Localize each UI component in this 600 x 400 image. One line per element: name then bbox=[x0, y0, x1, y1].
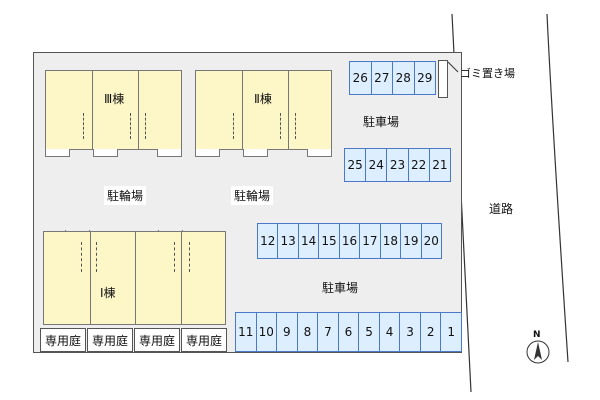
entrance-step bbox=[157, 149, 182, 157]
parking-space: 20 bbox=[420, 223, 442, 259]
building-1-label: Ⅰ棟 bbox=[100, 286, 116, 300]
bicycle-parking-label: 駐輪場 bbox=[104, 186, 147, 205]
parking-space: 24 bbox=[365, 148, 388, 182]
building-2 bbox=[195, 70, 332, 150]
parking-space: 25 bbox=[344, 148, 367, 182]
parking-space: 21 bbox=[428, 148, 451, 182]
building-1 bbox=[43, 231, 226, 325]
building-3 bbox=[45, 70, 182, 150]
parking-space: 2 bbox=[419, 312, 442, 352]
building-3-label: Ⅲ棟 bbox=[104, 92, 125, 106]
garbage-label: ゴミ置き場 bbox=[460, 67, 515, 80]
entrance-step bbox=[93, 149, 118, 157]
parking-space: 12 bbox=[257, 223, 279, 259]
parking-lot-label: 駐車場 bbox=[363, 115, 400, 129]
parking-space: 9 bbox=[276, 312, 298, 352]
north-arrow-icon: N bbox=[523, 330, 553, 366]
road-label: 道路 bbox=[489, 202, 514, 216]
garbage-leader-line bbox=[447, 61, 459, 73]
parking-space: 15 bbox=[318, 223, 340, 259]
parking-space: 26 bbox=[349, 61, 372, 95]
private-garden: 専用庭 bbox=[40, 328, 86, 352]
parking-space: 5 bbox=[358, 312, 380, 352]
private-garden: 専用庭 bbox=[87, 328, 133, 352]
entrance-step bbox=[195, 149, 220, 157]
parking-space: 6 bbox=[337, 312, 360, 352]
parking-space: 16 bbox=[338, 223, 361, 259]
parking-space: 13 bbox=[277, 223, 299, 259]
entrance-step bbox=[45, 149, 70, 157]
parking-space: 17 bbox=[359, 223, 381, 259]
private-garden: 専用庭 bbox=[181, 328, 227, 352]
parking-space: 18 bbox=[379, 223, 402, 259]
parking-space: 22 bbox=[407, 148, 430, 182]
parking-space: 19 bbox=[400, 223, 422, 259]
parking-space: 10 bbox=[255, 312, 278, 352]
building-2-label: Ⅱ棟 bbox=[254, 92, 272, 106]
parking-space: 1 bbox=[440, 312, 462, 352]
parking-space: 8 bbox=[296, 312, 319, 352]
parking-space: 11 bbox=[235, 312, 257, 352]
bicycle-parking-label: 駐輪場 bbox=[231, 186, 274, 205]
garbage-area bbox=[438, 60, 448, 98]
private-garden: 専用庭 bbox=[134, 328, 180, 352]
north-label: N bbox=[533, 330, 541, 340]
entrance-step bbox=[307, 149, 332, 157]
parking-space: 23 bbox=[386, 148, 409, 182]
parking-lot-label: 駐車場 bbox=[322, 281, 359, 295]
parking-space: 27 bbox=[370, 61, 393, 95]
parking-space: 4 bbox=[378, 312, 401, 352]
parking-space: 28 bbox=[392, 61, 415, 95]
parking-space: 3 bbox=[399, 312, 421, 352]
parking-space: 7 bbox=[317, 312, 339, 352]
entrance-step bbox=[243, 149, 268, 157]
parking-space: 14 bbox=[297, 223, 320, 259]
parking-space: 29 bbox=[413, 61, 436, 95]
